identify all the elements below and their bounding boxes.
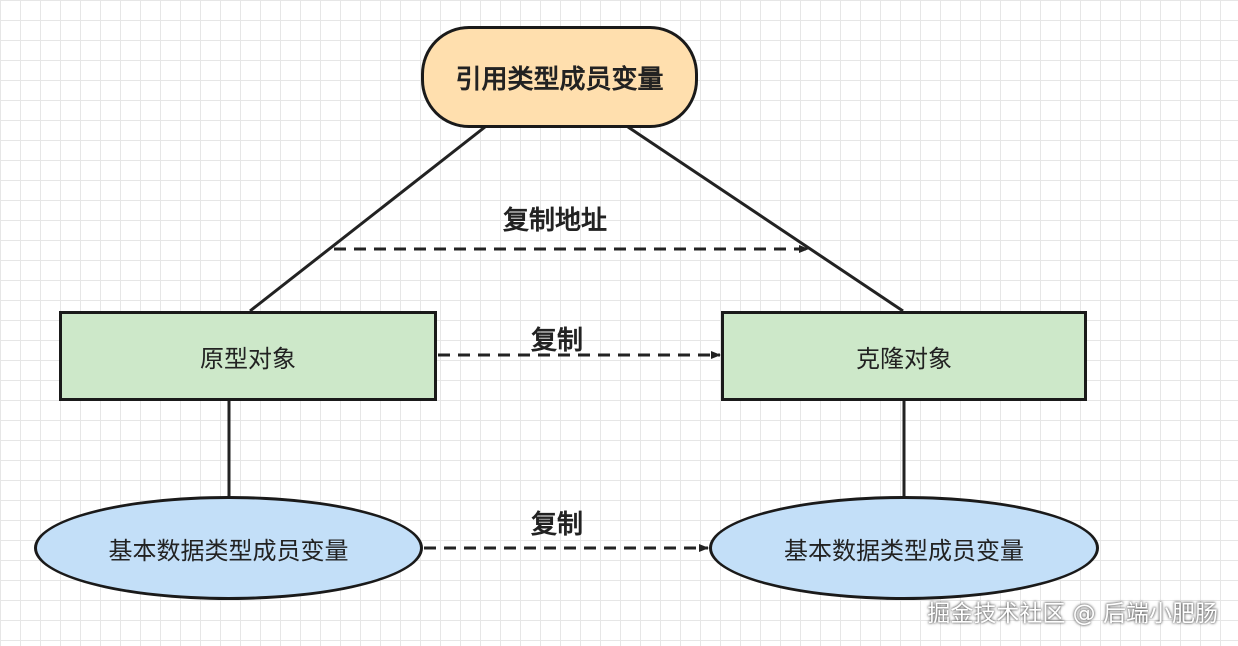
- clone-object-node: 克隆对象: [721, 311, 1087, 401]
- copy-address-label: 复制地址: [503, 206, 608, 236]
- link-reference-to-clone: [627, 125, 904, 313]
- reference-member-node: 引用类型成员变量: [421, 26, 698, 128]
- link-reference-to-original: [249, 125, 486, 313]
- copy-primitive-label: 复制: [531, 510, 584, 540]
- copy-object-label: 复制: [531, 326, 584, 356]
- primitive-member-clone-node: 基本数据类型成员变量: [709, 496, 1099, 600]
- watermark: 掘金技术社区 @ 后端小肥肠: [927, 601, 1218, 627]
- original-object-node: 原型对象: [59, 311, 437, 401]
- primitive-member-original-node: 基本数据类型成员变量: [34, 496, 423, 600]
